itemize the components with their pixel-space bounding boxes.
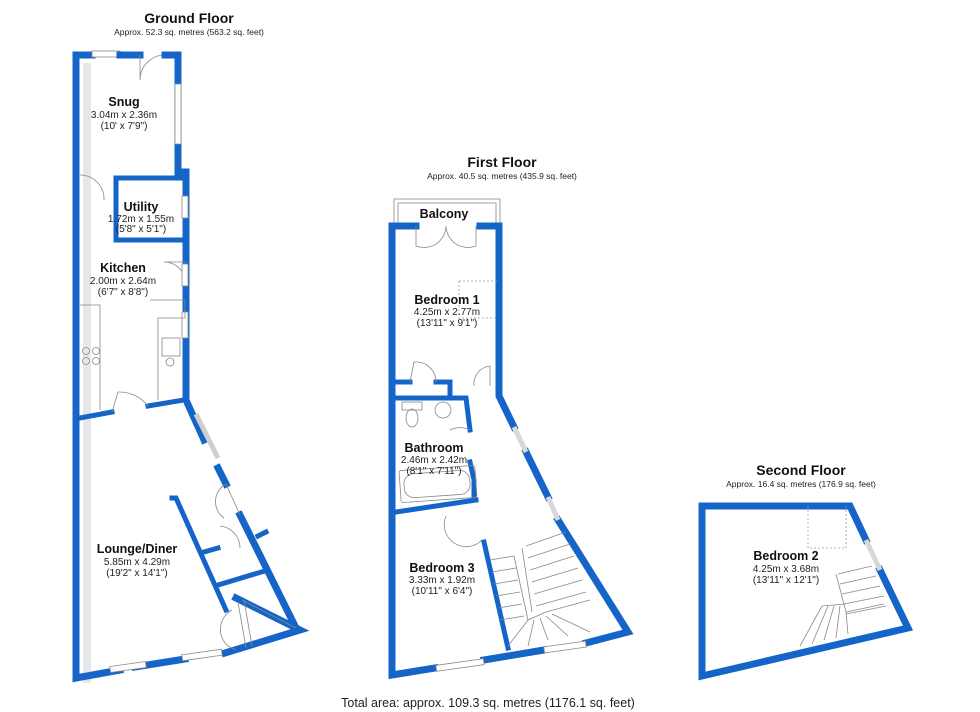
balcony-rail	[393, 198, 501, 228]
ground-outer-wall	[72, 51, 310, 683]
staircase	[799, 565, 887, 647]
door	[219, 525, 241, 549]
door	[139, 54, 166, 81]
room-imperial-bedroom-2: (13'11" x 12'1")	[753, 575, 819, 586]
window	[181, 648, 223, 662]
window	[109, 661, 147, 673]
room-metric-lounge-diner: 5.85m x 4.29m	[104, 557, 170, 568]
window	[511, 425, 529, 454]
room-name-utility: Utility	[124, 200, 159, 214]
total-area: Total area: approx. 109.3 sq. metres (11…	[341, 696, 635, 710]
door	[220, 609, 237, 651]
window	[545, 496, 561, 521]
window	[543, 640, 587, 654]
door	[409, 361, 437, 383]
bath	[398, 465, 478, 503]
room-name-lounge-diner: Lounge/Diner	[97, 542, 178, 556]
door	[111, 391, 149, 413]
second-outer-wall	[698, 502, 914, 681]
door	[215, 483, 241, 519]
room-metric-bedroom-2: 4.25m x 3.68m	[753, 564, 819, 575]
door	[473, 365, 491, 387]
room-name-bedroom-3: Bedroom 3	[409, 561, 474, 575]
ground-floor-plan: Ground Floor Approx. 52.3 sq. metres (56…	[72, 10, 310, 683]
room-imperial-kitchen: (6'7" x 8'8")	[98, 287, 148, 298]
ground-floor-title: Ground Floor	[144, 10, 234, 26]
first-floor-plan: First Floor Approx. 40.5 sq. metres (435…	[388, 154, 634, 680]
second-floor-area: Approx. 16.4 sq. metres (176.9 sq. feet)	[726, 479, 876, 489]
second-floor-plan: Second Floor Approx. 16.4 sq. metres (17…	[698, 462, 914, 681]
room-imperial-bedroom-1: (13'11" x 9'1")	[417, 318, 478, 329]
ground-floor-area: Approx. 52.3 sq. metres (563.2 sq. feet)	[114, 27, 264, 37]
room-metric-kitchen: 2.00m x 2.64m	[90, 276, 156, 287]
first-floor-area: Approx. 40.5 sq. metres (435.9 sq. feet)	[427, 171, 577, 181]
room-metric-bedroom-3: 3.33m x 1.92m	[409, 575, 475, 586]
window	[863, 538, 883, 572]
room-name-bedroom-1: Bedroom 1	[414, 293, 479, 307]
room-metric-snug: 3.04m x 2.36m	[91, 110, 157, 121]
door	[443, 515, 483, 548]
room-imperial-lounge-diner: (19'2" x 14'1")	[106, 568, 168, 579]
first-floor-title: First Floor	[467, 154, 537, 170]
room-metric-bathroom: 2.46m x 2.42m	[401, 455, 467, 466]
window	[91, 50, 121, 58]
door	[449, 427, 471, 431]
window	[181, 195, 189, 219]
room-name-bathroom: Bathroom	[404, 441, 463, 455]
room-imperial-snug: (10' x 7'9")	[101, 121, 148, 132]
door	[79, 174, 105, 201]
balcony-label: Balcony	[420, 207, 469, 221]
room-imperial-bathroom: (8'1" x 7'11")	[406, 466, 461, 477]
room-metric-utility: 1.72m x 1.55m	[108, 214, 174, 225]
first-outer-wall	[388, 222, 634, 680]
room-name-snug: Snug	[108, 95, 139, 109]
room-name-kitchen: Kitchen	[100, 261, 146, 275]
window	[174, 83, 182, 145]
room-metric-bedroom-1: 4.25m x 2.77m	[414, 307, 480, 318]
balcony-doors	[415, 225, 477, 248]
room-imperial-utility: (5'8" x 5'1")	[116, 224, 166, 235]
room-imperial-bedroom-3: (10'11" x 6'4")	[412, 586, 473, 597]
second-floor-title: Second Floor	[756, 462, 846, 478]
window	[435, 658, 485, 672]
window	[181, 263, 189, 287]
staircase	[489, 531, 591, 647]
room-name-bedroom-2: Bedroom 2	[753, 549, 818, 563]
